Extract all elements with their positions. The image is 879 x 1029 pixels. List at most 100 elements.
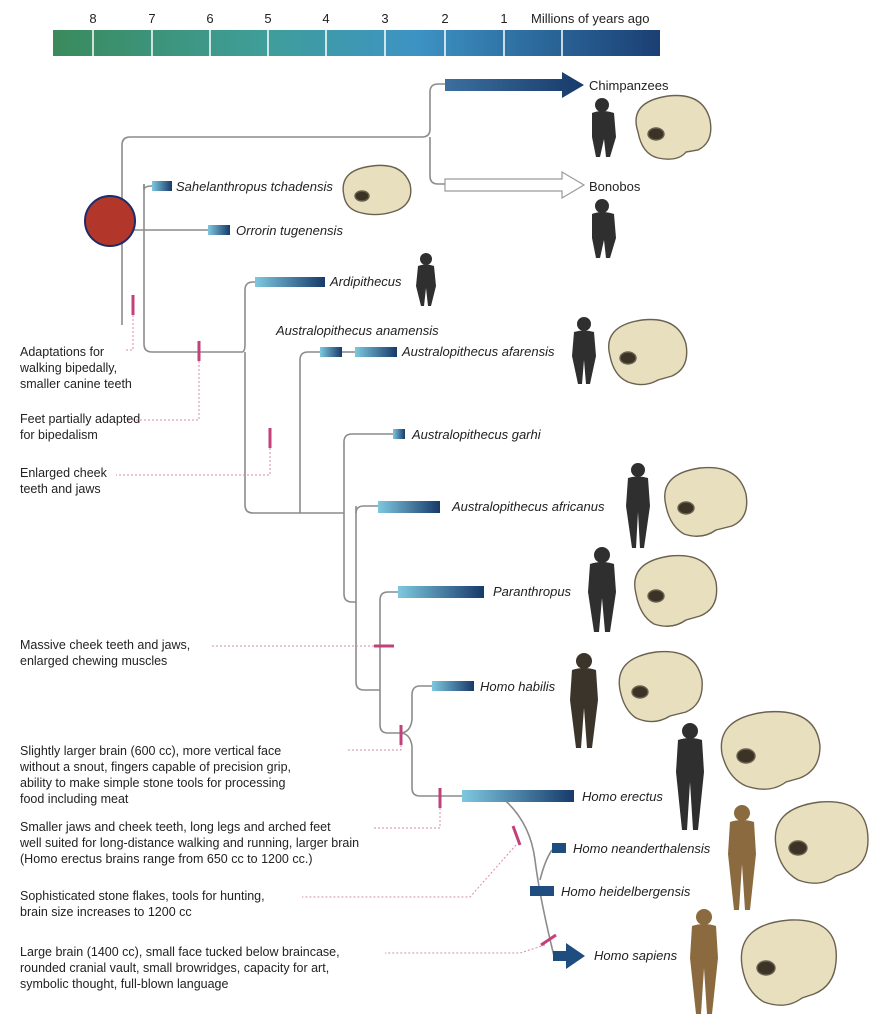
skull-icon [774, 800, 869, 884]
trait-markers [131, 295, 557, 947]
trait-note-line: Large brain (1400 cc), small face tucked… [20, 945, 340, 959]
trait-note-line: without a snout, fingers capable of prec… [19, 760, 291, 774]
timeline-tick: 1 [500, 11, 507, 26]
branch-habilis [399, 685, 432, 734]
trait-note-line: Massive cheek teeth and jaws, [20, 638, 190, 652]
trait-note-line: food including meat [20, 792, 129, 806]
trait-note-line: Feet partially adapted [20, 412, 140, 426]
taxon-label-neanderthalensis: Homo neanderthalensis [573, 841, 711, 856]
taxon-label-sahelanthropus: Sahelanthropus tchadensis [176, 179, 333, 194]
taxon-label-paranthropus: Paranthropus [493, 584, 572, 599]
trait-note-line: teeth and jaws [20, 482, 101, 496]
taxon-label-sapiens: Homo sapiens [594, 948, 678, 963]
trait-note-line: for bipedalism [20, 428, 98, 442]
skull-icon [608, 318, 688, 386]
taxon-label-africanus: Australopithecus africanus [451, 499, 605, 514]
branch-sahel [143, 184, 153, 191]
trait-leaders [116, 315, 546, 954]
taxon-label-anamensis: Australopithecus anamensis [275, 323, 439, 338]
afarensis-figure-icon [572, 317, 596, 384]
sapiens-figure-icon [690, 909, 718, 1014]
trait-note-line: rounded cranial vault, small browridges,… [20, 961, 329, 975]
timeline-tick: 2 [441, 11, 448, 26]
chimpanzee-figure-icon [592, 98, 616, 157]
timeline-gradient-bar [53, 30, 660, 56]
taxon-label-habilis: Homo habilis [480, 679, 556, 694]
branch-homo-stem [379, 690, 400, 734]
skull-icon [342, 164, 412, 216]
taxon-label-garhi: Australopithecus garhi [411, 427, 542, 442]
timeline-tick: 3 [381, 11, 388, 26]
taxon-label-heidelbergensis: Homo heidelbergensis [561, 884, 691, 899]
skull-icon [720, 710, 821, 790]
range-bar-afarensis [355, 347, 397, 357]
bonobo-figure-icon [592, 199, 616, 258]
leader-flakes [302, 844, 517, 898]
trait-note-line: (Homo erectus brains range from 650 cc t… [20, 852, 313, 866]
trait-note-line: smaller canine teeth [20, 377, 132, 391]
range-bar-neanderthalensis [552, 843, 566, 853]
trait-note-line: brain size increases to 1200 cc [20, 905, 192, 919]
range-bar-ardipithecus [255, 277, 325, 287]
range-bar-paranthropus [398, 586, 484, 598]
erectus-figure-icon [676, 723, 704, 830]
range-bar-erectus [462, 790, 574, 802]
neanderthal-figure-icon [728, 805, 756, 910]
branch-neanderthal [539, 849, 553, 881]
range-bar-orrorin [208, 225, 230, 235]
timeline-label: Millions of years ago [531, 11, 650, 26]
branch-garhi [343, 433, 393, 513]
branch-anamensis [299, 351, 320, 513]
leader-largebrain [385, 944, 546, 954]
timeline-dividers [92, 30, 563, 56]
trait-note-line: Smaller jaws and cheek teeth, long legs … [20, 820, 331, 834]
trait-mark-largebrain [540, 933, 557, 947]
timeline-tick: 7 [148, 11, 155, 26]
branch-africanus [355, 505, 378, 514]
timeline: 8 7 6 5 4 3 2 1 Millions of years ago [53, 11, 660, 56]
common-ancestor-node [84, 195, 136, 247]
figure-illustrations [416, 98, 756, 1014]
leader-brain600 [346, 745, 402, 751]
taxon-label-orrorin: Orrorin tugenensis [236, 223, 343, 238]
trait-note-line: ability to make simple stone tools for p… [20, 776, 285, 790]
skull-icon [664, 466, 748, 537]
timeline-tick: 4 [322, 11, 329, 26]
trait-note-line: symbolic thought, full-blown language [20, 977, 229, 991]
branch-ardi [238, 281, 255, 353]
branch-erectus [399, 732, 462, 797]
africanus-figure-icon [626, 463, 650, 548]
branch-sapiens-lineage [499, 795, 556, 961]
trait-notes: Adaptations for walking bipedally, small… [19, 345, 359, 991]
skull-icon [634, 554, 718, 627]
skull-icon [740, 919, 837, 1006]
timeline-tick: 8 [89, 11, 96, 26]
leader-cheek [116, 448, 271, 476]
arrow-sapiens [553, 943, 585, 969]
branch-pan [121, 83, 445, 325]
taxon-label-ardipithecus: Ardipithecus [329, 274, 402, 289]
range-bar-garhi [393, 429, 405, 439]
taxon-label-chimpanzees: Chimpanzees [589, 78, 669, 93]
leader-smallerjaws [374, 808, 441, 829]
trait-mark-flakes [511, 825, 522, 846]
range-bar-sahelanthropus [152, 181, 172, 191]
skull-icon [635, 94, 712, 160]
branch-mid2 [343, 513, 356, 603]
tree-branches [121, 83, 556, 961]
branch-paranthropus [379, 591, 398, 690]
leader-bipedal [124, 315, 134, 351]
branch-australo-stem [244, 352, 300, 514]
arrow-bonobos [444, 170, 586, 200]
trait-note-line: Adaptations for [20, 345, 104, 359]
range-bar-habilis [432, 681, 474, 691]
timeline-tick: 6 [206, 11, 213, 26]
trait-note-line: Slightly larger brain (600 cc), more ver… [20, 744, 281, 758]
branch-bonobo [429, 137, 445, 185]
range-bar-africanus [378, 501, 440, 513]
habilis-figure-icon [570, 653, 598, 748]
taxon-label-erectus: Homo erectus [582, 789, 663, 804]
range-bar-anamensis [320, 347, 342, 357]
